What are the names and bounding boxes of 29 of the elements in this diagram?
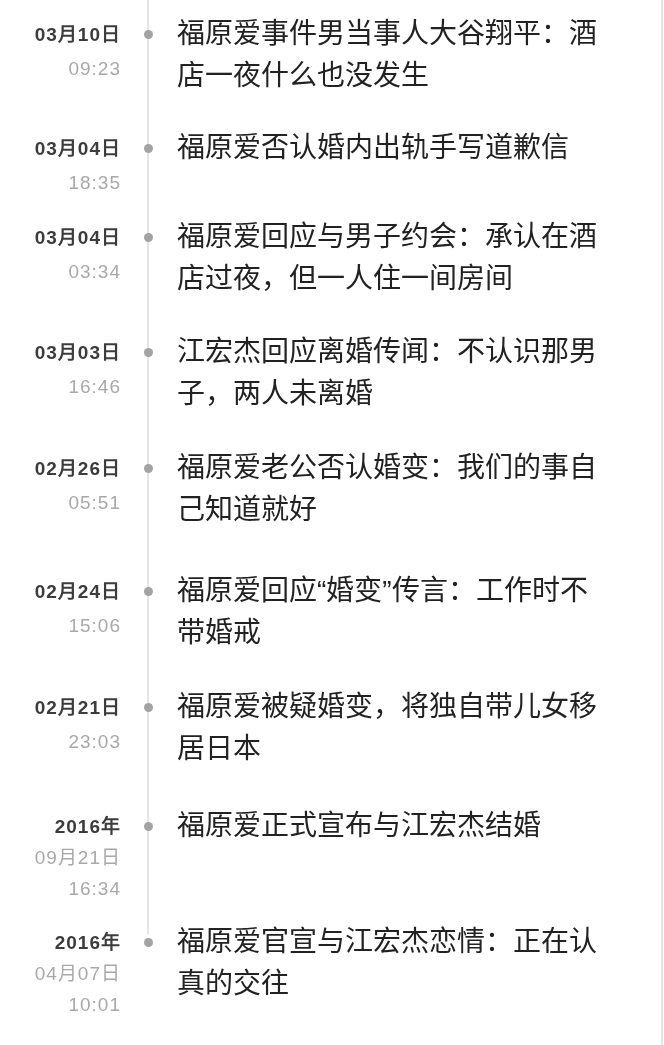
headline-text: 福原爱事件男当事人大谷翔平：酒店一夜什么也没发生 (177, 17, 598, 93)
year-text: 2016年 (54, 815, 121, 839)
time-text: 16:34 (68, 877, 121, 901)
headline-text: 福原爱回应与男子约会：承认在酒店过夜，但一人住一间房间 (177, 220, 598, 296)
date-text: 03月10日 (34, 23, 121, 47)
headline-text: 福原爱否认婚内出轨手写道歉信 (177, 131, 570, 165)
headline-text: 福原爱回应“婚变”传言：工作时不带婚戒 (177, 574, 589, 650)
headline-text: 福原爱老公否认婚变：我们的事自己知道就好 (177, 451, 598, 527)
headline-text: 福原爱正式宣布与江宏杰结婚 (177, 809, 542, 843)
date-text: 02月21日 (34, 696, 121, 720)
date-text: 03月04日 (34, 137, 121, 161)
date-text: 03月03日 (34, 341, 121, 365)
time-text: 09:23 (68, 57, 121, 81)
headline-text: 江宏杰回应离婚传闻：不认识那男子，两人未离婚 (177, 335, 598, 411)
time-text: 16:46 (68, 375, 121, 399)
date-text: 09月21日 (34, 846, 121, 870)
year-text: 2016年 (54, 931, 121, 955)
time-text: 23:03 (68, 730, 121, 754)
date-text: 02月26日 (34, 457, 121, 481)
headline-text: 福原爱被疑婚变，将独自带儿女移居日本 (177, 690, 598, 766)
date-text: 04月07日 (34, 962, 121, 986)
time-text: 15:06 (68, 614, 121, 638)
date-text: 02月24日 (34, 580, 121, 604)
headline-text: 福原爱官宣与江宏杰恋情：正在认真的交往 (177, 925, 598, 1001)
time-text: 03:34 (68, 260, 121, 284)
time-text: 05:51 (68, 491, 121, 515)
time-text: 18:35 (68, 171, 121, 195)
date-text: 03月04日 (34, 226, 121, 250)
time-text: 10:01 (68, 993, 121, 1017)
